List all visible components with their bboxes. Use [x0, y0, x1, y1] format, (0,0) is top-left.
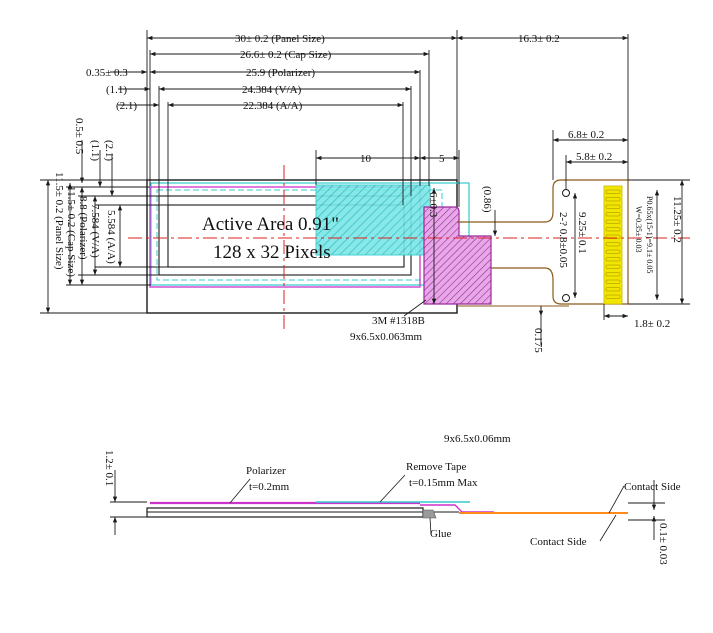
fpc-pin [605, 219, 621, 224]
dim-v-0175: 0.175 [532, 328, 544, 353]
dim-offset-035: 0.35± 0.3 [86, 67, 128, 79]
dim-offset-11: (1.1) [106, 84, 127, 96]
dim-v-21: (2.1) [103, 140, 115, 161]
dim-fpc-18: 1.8± 0.2 [634, 318, 670, 330]
fpc-pin [605, 272, 621, 277]
dim-fpc-68: 6.8± 0.2 [568, 129, 604, 141]
left-dimensions [40, 140, 168, 314]
dim-polarizer-height: 8.8 (Polarizer) [77, 196, 89, 260]
dim-panel-size: 30± 0.2 (Panel Size) [235, 33, 325, 45]
remove-tape-thickness: t=0.15mm Max [409, 477, 478, 489]
dim-pin-width: W=0.35± 0.03 [634, 206, 643, 252]
cap-outline [150, 182, 470, 286]
fpc-outline [457, 179, 629, 305]
fpc-pin [605, 212, 621, 217]
fpc-pin [605, 204, 621, 209]
dim-cap-size: 26.6± 0.2 (Cap Size) [240, 49, 332, 61]
dim-v-925: 9.25± 0.1 [576, 212, 588, 254]
fpc-pin [605, 257, 621, 262]
fpc-pin [605, 227, 621, 232]
dim-v-05: 0.5± 0.5 [73, 118, 85, 155]
remove-tape-label: Remove Tape [406, 461, 467, 473]
pixel-count: 128 x 32 Pixels [213, 242, 331, 263]
dim-five: 5 [439, 153, 445, 165]
side-view: 9x6.5x0.06mm [110, 433, 665, 542]
right-dimension-labels: 6±0.3 (0.86) 2-? 0.8±0.05 9.25± 0.1 11.2… [427, 186, 683, 353]
dim-ten: 10 [360, 153, 372, 165]
side-dim-01: 0.1± 0.03 [657, 523, 669, 565]
side-glue [422, 509, 437, 519]
top-view: Active Area 0.91" 128 x 32 Pixels [128, 165, 690, 330]
polarizer-label: Polarizer [246, 465, 286, 477]
dim-aa-width: 22.384 (A/A) [243, 100, 303, 112]
contact-side-right-label: Contact Side [624, 481, 681, 493]
dim-v-6: 6±0.3 [427, 192, 439, 218]
polarizer-thickness: t=0.2mm [249, 481, 290, 493]
dim-v-11: (1.1) [89, 140, 101, 161]
tape-size-side-label: 9x6.5x0.06mm [444, 433, 511, 445]
left-dimension-labels: 11.5± 0.2 (Panel Size) 11.5± 0.2 (Cap Si… [53, 118, 117, 277]
dim-va-width: 24.384 (V/A) [242, 84, 302, 96]
fpc-pin [605, 279, 621, 284]
side-dim-12: 1.2± 0.1 [103, 450, 115, 486]
dim-cap-height: 11.5± 0.2 (Cap Size) [65, 186, 77, 277]
tape-hatched-region [423, 206, 492, 305]
fpc-pin [605, 287, 621, 292]
right-dimensions [431, 179, 690, 345]
dim-panel-height: 11.5± 0.2 (Panel Size) [53, 172, 65, 270]
contact-side-left-label: Contact Side [530, 536, 587, 548]
side-view-labels: 1.2± 0.1 Polarizer t=0.2mm Remove Tape t… [103, 450, 681, 565]
fpc-pin [605, 294, 621, 299]
top-dimensions [110, 30, 629, 207]
dim-v-086: (0.86) [481, 186, 493, 213]
active-area-title: Active Area 0.91" [202, 214, 339, 235]
fpc-pin [605, 264, 621, 269]
dim-polarizer-width: 25.9 (Polarizer) [246, 67, 315, 79]
dim-pin-pitch: P0.65x(15-1)=9.1± 0.05 [645, 196, 654, 273]
fpc-pin [605, 189, 621, 194]
fpc-hole-top [562, 189, 570, 197]
tape-name-label: 3M #1318B [372, 315, 425, 327]
fpc-pin [605, 249, 621, 254]
dim-fpc-58: 5.8± 0.2 [576, 151, 612, 163]
dim-v-1125: 11.25± 0.2 [671, 196, 683, 243]
tape-size-label: 9x6.5x0.063mm [350, 331, 423, 343]
fpc-pins [603, 185, 623, 305]
top-dimension-labels: 30± 0.2 (Panel Size) 26.6± 0.2 (Cap Size… [86, 33, 612, 165]
dim-offset-21: (2.1) [116, 100, 137, 112]
fpc-pin [605, 197, 621, 202]
dim-aa-height: 5.584 (A/A) [105, 210, 117, 264]
fpc-hole-bottom [562, 294, 570, 302]
dim-fpc-length: 16.3± 0.2 [518, 33, 560, 45]
dim-hole-22: 2-? 0.8±0.05 [557, 212, 569, 268]
fpc-pin [605, 242, 621, 247]
dim-va-height: 7.584 (V/A) [89, 204, 101, 258]
glue-label: Glue [430, 528, 452, 540]
